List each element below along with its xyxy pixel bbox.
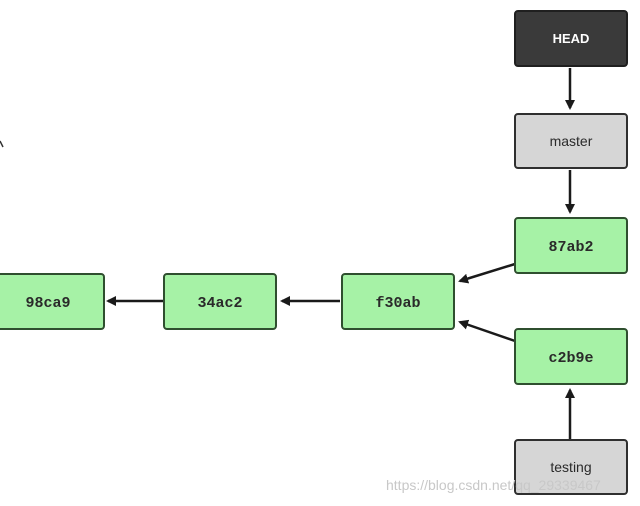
branch-testing: testing <box>514 439 628 495</box>
branch-master-label: master <box>550 133 593 149</box>
commit-87ab2: 87ab2 <box>514 217 628 274</box>
commit-98ca9: 98ca9 <box>0 273 105 330</box>
commit-34ac2: 34ac2 <box>163 273 277 330</box>
commit-f30ab: f30ab <box>341 273 455 330</box>
stray-mark <box>0 140 4 148</box>
commit-34ac2-label: 34ac2 <box>197 295 242 312</box>
branch-testing-label: testing <box>550 459 591 475</box>
arrow-87ab2-to-f30ab <box>458 262 516 284</box>
arrow-c2b9e-to-f30ab <box>458 319 516 343</box>
commit-c2b9e: c2b9e <box>514 328 628 385</box>
head-label: HEAD <box>553 31 590 46</box>
commit-98ca9-label: 98ca9 <box>25 295 70 312</box>
watermark: https://blog.csdn.net/qq_29339467 <box>386 477 601 493</box>
head-pointer: HEAD <box>514 10 628 67</box>
commit-87ab2-label: 87ab2 <box>548 239 593 256</box>
branch-master: master <box>514 113 628 169</box>
commit-c2b9e-label: c2b9e <box>548 350 593 367</box>
commit-f30ab-label: f30ab <box>375 295 420 312</box>
